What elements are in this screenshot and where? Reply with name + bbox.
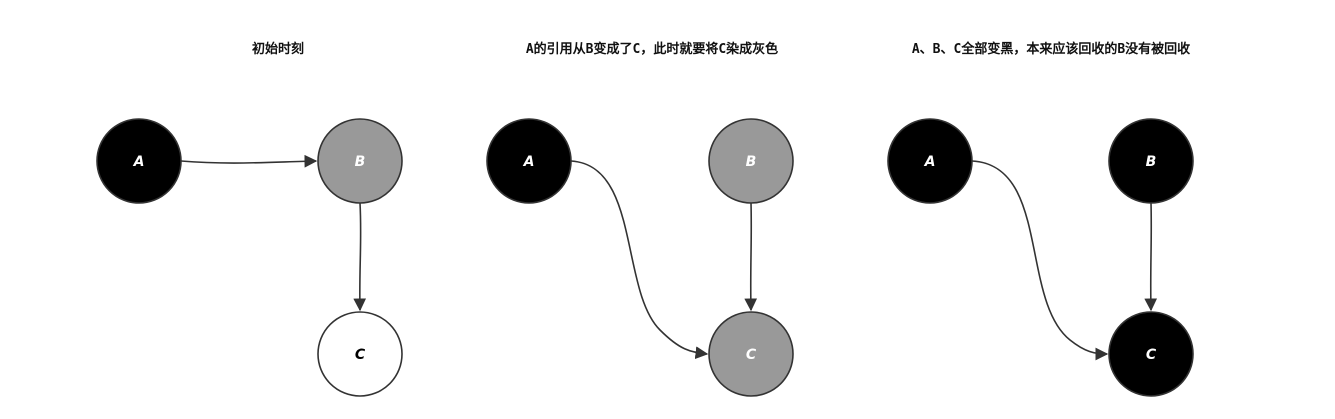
edge-a-to-b: [180, 154, 318, 168]
edge-a-to-c: [570, 160, 709, 360]
edge-b-to-c: [353, 202, 367, 312]
node-label: A: [924, 154, 936, 170]
node-label: C: [746, 347, 757, 363]
node-a: A: [96, 118, 182, 204]
node-a: A: [486, 118, 572, 204]
node-circle: [708, 311, 794, 397]
node-circle: [486, 118, 572, 204]
panel-title-all-black: A、B、C全部变黑，本来应该回收的B没有被回收: [911, 42, 1191, 57]
edge-a-to-c: [971, 160, 1109, 361]
node-circle: [96, 118, 182, 204]
node-label: A: [133, 154, 145, 170]
node-label: B: [1146, 154, 1157, 170]
node-c: C: [1108, 311, 1194, 397]
node-label: B: [355, 154, 366, 170]
node-circle: [317, 311, 403, 397]
node-a: A: [887, 118, 973, 204]
node-circle: [1108, 311, 1194, 397]
node-circle: [708, 118, 794, 204]
node-circle: [1108, 118, 1194, 204]
node-b: B: [1108, 118, 1194, 204]
edge-b-to-c: [744, 202, 758, 312]
node-circle: [887, 118, 973, 204]
panel-title-initial: 初始时刻: [251, 42, 305, 57]
edge-b-to-c: [1144, 202, 1158, 312]
node-c: C: [708, 311, 794, 397]
node-label: C: [355, 347, 366, 363]
panel-title-reassign: A的引用从B变成了C，此时就要将C染成灰色: [525, 42, 779, 57]
node-c: C: [317, 311, 403, 397]
node-circle: [317, 118, 403, 204]
node-label: B: [746, 154, 757, 170]
node-label: A: [523, 154, 535, 170]
node-label: C: [1146, 347, 1157, 363]
node-b: B: [708, 118, 794, 204]
node-b: B: [317, 118, 403, 204]
